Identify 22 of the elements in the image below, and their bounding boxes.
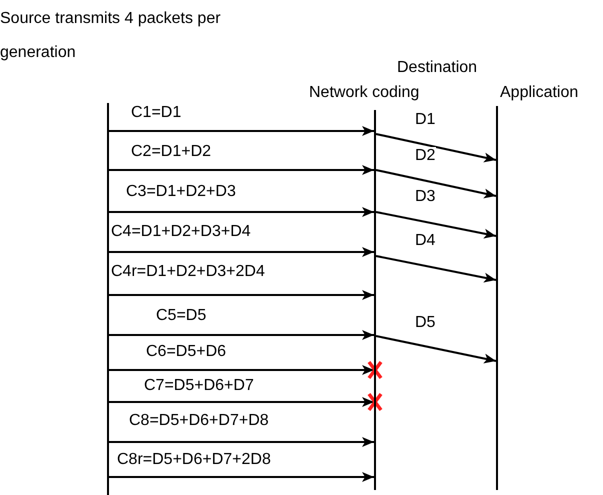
lifeline-heading: Source transmits 4 packets per generation: [0, 9, 222, 63]
arrow: [109, 330, 374, 340]
arrow: [109, 165, 374, 175]
lifeline: [496, 106, 498, 490]
arrow: [376, 255, 496, 283]
lifeline: [107, 103, 109, 495]
arrow: [376, 133, 496, 162]
arrow: [109, 365, 374, 375]
arrow: [109, 290, 374, 300]
arrow: [376, 211, 496, 239]
lifeline: [374, 110, 376, 490]
arrow: [109, 472, 374, 482]
arrow: [109, 207, 374, 217]
group-heading: Destination: [397, 59, 478, 77]
arrow: [109, 247, 374, 257]
arrow: [109, 126, 374, 136]
lifeline-heading: Application: [500, 84, 580, 102]
arrow: [376, 169, 496, 198]
arrow: [376, 335, 496, 364]
arrow: [109, 437, 374, 447]
lifeline-heading: Network coding: [309, 84, 420, 102]
arrow: [109, 397, 374, 407]
